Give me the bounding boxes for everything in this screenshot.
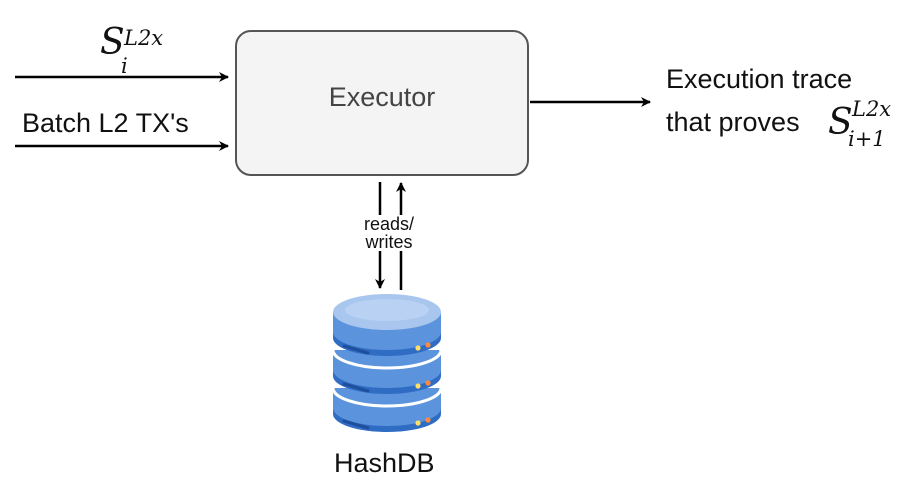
executor-label: Executor [328,81,436,112]
reads-label: reads/ [363,214,415,234]
output-label-line1: Execution trace [666,64,853,94]
batch-input-label: Batch L2 TX's [22,108,189,138]
database-label: HashDB [334,448,435,478]
output-state-label: S L2x i+1 [828,97,891,151]
input-state-subscript: i [121,54,128,78]
output-state-symbol: S [828,102,853,143]
output-state-superscript: L2x [852,97,892,121]
input-state-superscript: L2x [124,26,164,50]
writes-label: writes [365,232,413,252]
database-icon [331,294,443,432]
input-state-label: S L2x i [100,22,163,78]
output-label-line2: that proves [666,107,800,137]
reads-writes-label: reads/ writes [346,215,432,251]
output-state-subscript: i+1 [848,127,886,151]
input-state-symbol: S [100,22,125,63]
executor-box: Executor [235,30,529,176]
